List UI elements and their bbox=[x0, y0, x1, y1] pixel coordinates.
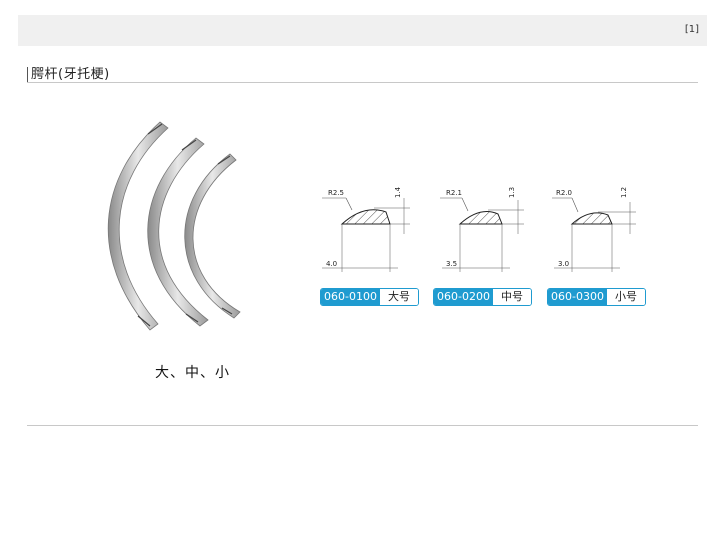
radius-label: R2.0 bbox=[556, 189, 572, 197]
page-reference: [1] bbox=[684, 24, 699, 35]
cross-section-diagram-small: R2.0 1.2 3.0 bbox=[546, 184, 646, 280]
medium-bar bbox=[147, 137, 209, 327]
large-bar bbox=[107, 121, 169, 331]
width-label: 4.0 bbox=[326, 260, 337, 268]
top-bar: [1] bbox=[18, 15, 707, 46]
section-title: 腭杆(牙托梗) bbox=[27, 67, 110, 82]
height-label: 1.2 bbox=[620, 187, 628, 198]
height-label: 1.4 bbox=[394, 186, 402, 198]
product-size: 中号 bbox=[492, 289, 531, 305]
product-badge-medium: 060-0200 中号 bbox=[433, 288, 532, 306]
radius-label: R2.1 bbox=[446, 189, 462, 197]
title-divider bbox=[27, 82, 698, 83]
product-badge-large: 060-0100 大号 bbox=[320, 288, 419, 306]
product-code: 060-0200 bbox=[434, 289, 493, 305]
product-size: 大号 bbox=[379, 289, 418, 305]
bottom-divider bbox=[27, 425, 698, 426]
radius-label: R2.5 bbox=[328, 189, 344, 197]
width-label: 3.0 bbox=[558, 260, 569, 268]
product-badge-small: 060-0300 小号 bbox=[547, 288, 646, 306]
cross-section-diagram-medium: R2.1 1.3 3.5 bbox=[432, 184, 532, 280]
cross-section-diagram-large: R2.5 1.4 4.0 bbox=[318, 184, 418, 280]
width-label: 3.5 bbox=[446, 260, 457, 268]
product-code: 060-0100 bbox=[321, 289, 380, 305]
needle-bars-illustration bbox=[107, 121, 241, 331]
small-bar bbox=[184, 153, 241, 319]
product-code: 060-0300 bbox=[548, 289, 607, 305]
product-size: 小号 bbox=[606, 289, 645, 305]
image-caption: 大、中、小 bbox=[155, 365, 230, 381]
height-label: 1.3 bbox=[508, 187, 516, 198]
